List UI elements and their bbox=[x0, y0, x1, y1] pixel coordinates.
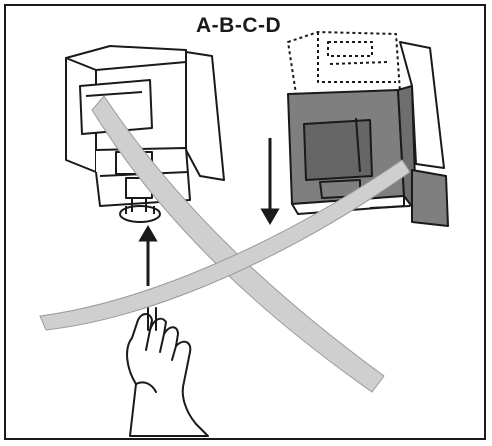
up-arrow-icon bbox=[138, 225, 158, 286]
appliance-right-icon bbox=[287, 31, 449, 227]
prohibited-cross-icon bbox=[39, 95, 411, 393]
hand-icon bbox=[126, 305, 209, 437]
down-arrow-icon bbox=[260, 138, 280, 225]
appliance-left-icon bbox=[65, 45, 225, 223]
step-label: A-B-C-D bbox=[196, 14, 282, 37]
